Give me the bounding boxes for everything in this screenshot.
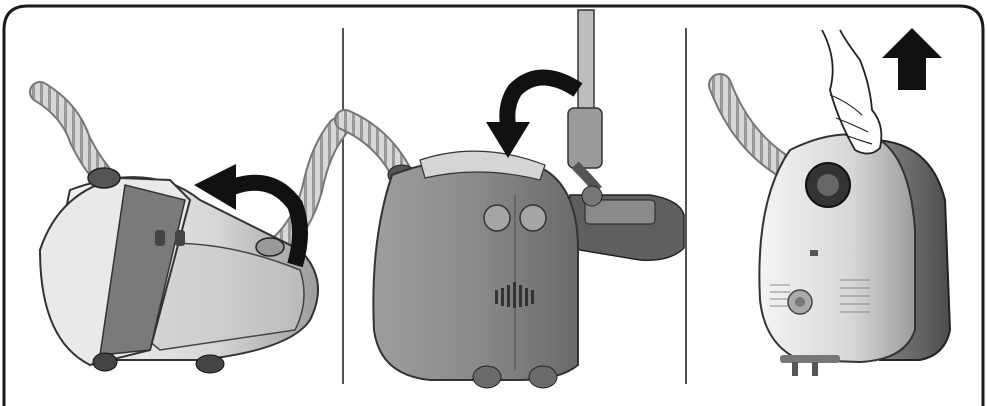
panel-1 xyxy=(40,92,338,373)
vacuum-cleaner-icon xyxy=(373,151,578,388)
tube-hook-icon xyxy=(568,10,602,190)
hose-icon xyxy=(280,128,338,245)
up-arrow-icon xyxy=(882,28,942,90)
curved-arrow-icon xyxy=(486,78,578,159)
vacuum-cleaner-icon xyxy=(759,134,950,376)
vacuum-cleaner-icon xyxy=(40,168,318,373)
floor-nozzle-icon xyxy=(568,186,685,260)
panel-3 xyxy=(720,28,950,376)
panel-2 xyxy=(345,10,684,388)
hose-icon xyxy=(345,120,400,170)
